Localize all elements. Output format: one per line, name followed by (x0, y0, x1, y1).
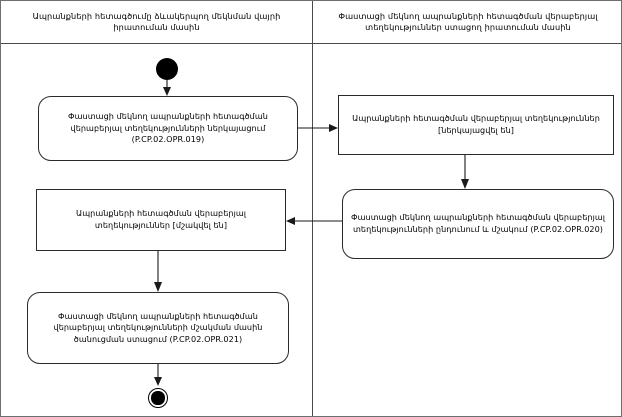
partition-right-header: Փաստացի մեկնող ապրանքների հետագծման վերա… (313, 1, 621, 44)
object-node-information-processed[interactable]: Ապրանքների հետագծման վերաբերյալ տեղեկութ… (36, 189, 286, 251)
action-node-opr-021[interactable]: Փաստացի մեկնող ապրանքների հետագծման վերա… (27, 292, 289, 364)
partition-right: Փաստացի մեկնող ապրանքների հետագծման վերա… (312, 1, 621, 416)
action-node-opr-020[interactable]: Փաստացի մեկնող ապրանքների հետագծման վերա… (342, 189, 614, 259)
action-node-opr-019-label: Փաստացի մեկնող ապրանքների հետագծման վերա… (68, 111, 268, 145)
action-node-opr-019[interactable]: Փաստացի մեկնող ապրանքների հետագծման վերա… (38, 96, 298, 161)
action-node-opr-020-label: Փաստացի մեկնող ապրանքների հետագծման վերա… (350, 212, 606, 234)
partition-left: Ապրանքների հետագծումը ձևակերպող մեկնման … (1, 1, 312, 416)
partition-left-header-label: Ապրանքների հետագծումը ձևակերպող մեկնման … (32, 10, 281, 33)
object-node-information-processed-label: Ապրանքների հետագծման վերաբերյալ տեղեկութ… (75, 208, 247, 230)
initial-node (156, 58, 178, 80)
partition-left-header: Ապրանքների հետագծումը ձևակերպող մեկնման … (1, 1, 312, 44)
object-node-information-submitted-label: Ապրանքների հետագծման վերաբերյալ տեղեկութ… (352, 113, 600, 135)
action-node-opr-021-label: Փաստացի մեկնող ապրանքների հետագծման վերա… (53, 310, 263, 344)
final-node (148, 388, 168, 408)
partition-right-header-label: Փաստացի մեկնող ապրանքների հետագծման վերա… (338, 10, 598, 33)
object-node-information-submitted[interactable]: Ապրանքների հետագծման վերաբերյալ տեղեկութ… (338, 95, 614, 155)
